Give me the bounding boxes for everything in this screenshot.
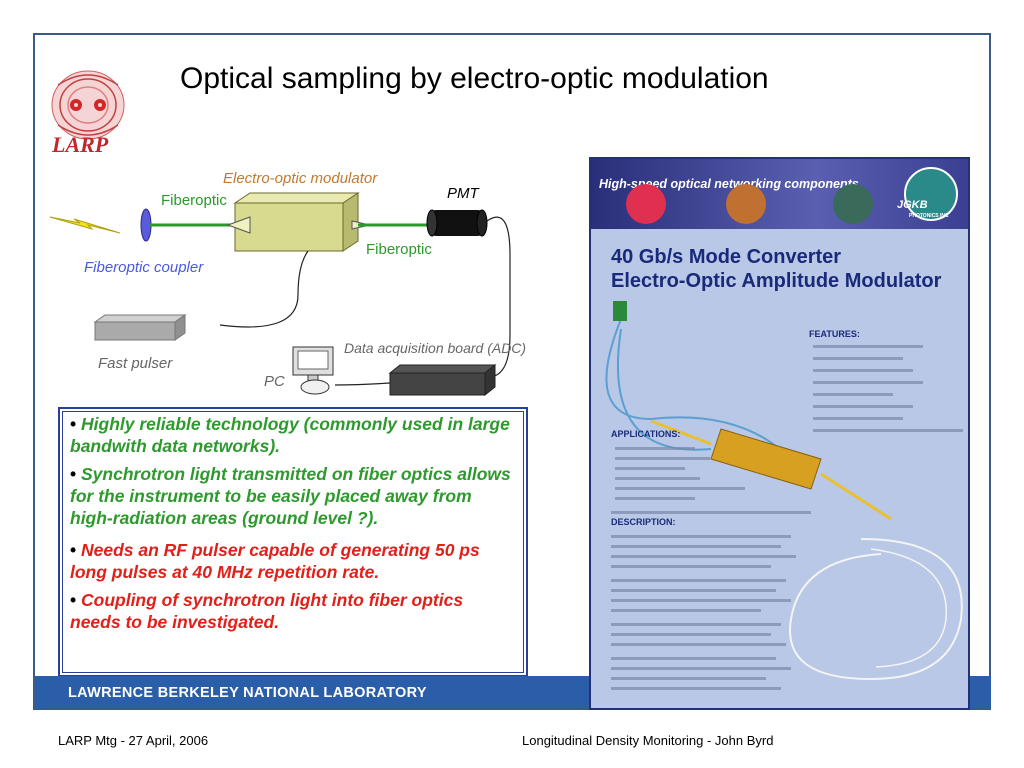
diagram-drawing xyxy=(49,192,511,397)
electro-optic-modulator-icon xyxy=(233,192,360,252)
brochure-brand: JGKB xyxy=(897,199,928,211)
brochure-graphics xyxy=(605,167,963,681)
brochure-brand-sub: PHOTONICS INC xyxy=(909,213,949,219)
brochure-image: High-speed optical networking components… xyxy=(589,157,970,710)
bullet-item: • Highly reliable technology (commonly u… xyxy=(70,414,510,456)
bullet-list: • Highly reliable technology (commonly u… xyxy=(58,407,528,677)
label-pmt: PMT xyxy=(447,185,479,202)
page-title: Optical sampling by electro-optic modula… xyxy=(180,62,769,95)
brochure-description-heading: DESCRIPTION: xyxy=(611,517,676,527)
brochure-title: 40 Gb/s Mode Converter Electro-Optic Amp… xyxy=(611,246,942,292)
light-source-icon xyxy=(49,216,121,234)
label-fast-pulser: Fast pulser xyxy=(98,355,173,372)
label-data-acquisition: Data acquisition board (ADC) xyxy=(344,340,527,356)
label-electro-optic-modulator: Electro-optic modulator xyxy=(223,170,378,187)
bullet-item: • Coupling of synchrotron light into fib… xyxy=(70,590,464,632)
larp-logo-text: LARP xyxy=(52,132,109,157)
brochure-features-heading: FEATURES: xyxy=(809,329,860,339)
fast-pulser-icon xyxy=(93,314,187,341)
system-diagram: Electro-optic modulator PMT Fiberoptic F… xyxy=(40,165,580,405)
pmt-icon xyxy=(426,209,488,237)
lbnl-text: LAWRENCE BERKELEY NATIONAL LABORATORY xyxy=(68,685,427,701)
adc-board-icon xyxy=(388,363,497,397)
fiberoptic-coupler-icon xyxy=(140,208,152,242)
bullet-item: • Needs an RF pulser capable of generati… xyxy=(70,540,480,582)
pc-icon xyxy=(292,346,334,395)
brochure-applications-heading: APPLICATIONS: xyxy=(611,429,681,439)
bullet-item: • Synchrotron light transmitted on fiber… xyxy=(70,464,511,528)
footer-left: LARP Mtg - 27 April, 2006 xyxy=(58,733,209,748)
footer-right: Longitudinal Density Monitoring - John B… xyxy=(522,733,774,748)
brochure-header-text: High-speed optical networking components xyxy=(599,177,859,191)
label-fiberoptic-right: Fiberoptic xyxy=(366,241,432,258)
label-pc: PC xyxy=(264,373,285,390)
larp-logo-icon xyxy=(51,70,125,140)
label-fiberoptic-coupler: Fiberoptic coupler xyxy=(84,259,204,276)
label-fiberoptic-left: Fiberoptic xyxy=(161,192,227,209)
